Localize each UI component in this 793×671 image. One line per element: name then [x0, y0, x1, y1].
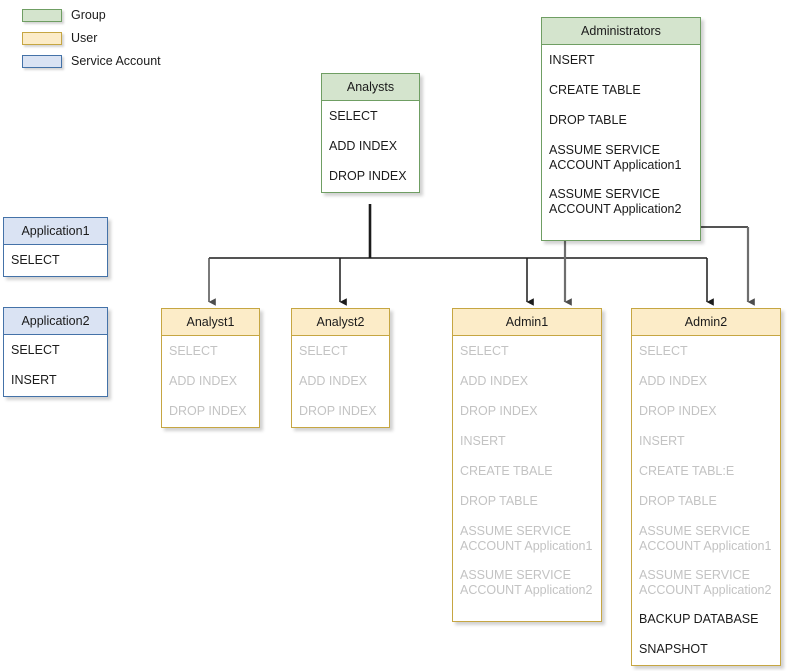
- permission-item: INSERT: [549, 53, 595, 67]
- node-analysts-permissions: SELECT ADD INDEX DROP INDEX: [322, 101, 419, 192]
- permission-item: DROP TABLE: [639, 494, 717, 508]
- node-analyst2-title: Analyst2: [292, 309, 389, 336]
- node-admin2[interactable]: Admin2 SELECT ADD INDEX DROP INDEX INSERT CR…: [631, 308, 781, 666]
- node-analyst1-title: Analyst1: [162, 309, 259, 336]
- permission-item: INSERT: [460, 434, 506, 448]
- node-application1[interactable]: Application1 SELECT: [3, 217, 108, 277]
- legend-item-service-account: Service Account: [18, 52, 248, 71]
- permission-item: ASSUME SERVICE ACCOUNT Application2: [460, 568, 593, 597]
- legend-item-user: User: [18, 29, 248, 48]
- node-admin2-permissions: SELECT ADD INDEX DROP INDEX INSERT CREATE TA…: [632, 336, 780, 665]
- permission-item: ASSUME SERVICE ACCOUNT Application1: [639, 524, 772, 553]
- node-analysts[interactable]: Analysts SELECT ADD INDEX DROP INDEX: [321, 73, 420, 193]
- permission-item: INSERT: [11, 373, 57, 387]
- permission-item: DROP TABLE: [549, 113, 627, 127]
- permission-item: CREATE TBALE: [460, 464, 553, 478]
- permission-item: INSERT: [639, 434, 685, 448]
- green-swatch-icon: [22, 9, 62, 22]
- permission-item: DROP TABLE: [460, 494, 538, 508]
- node-application1-permissions: SELECT: [4, 245, 107, 276]
- permission-item: SELECT: [299, 344, 348, 358]
- permission-item: ADD INDEX: [639, 374, 708, 388]
- node-administrators-title: Administrators: [542, 18, 700, 45]
- permission-item: SNAPSHOT: [639, 642, 708, 656]
- permission-item: SELECT: [11, 253, 60, 267]
- node-admin2-title: Admin2: [632, 309, 780, 336]
- permission-item: ADD INDEX: [329, 139, 398, 153]
- permission-item: DROP INDEX: [460, 404, 538, 418]
- permission-item: ASSUME SERVICE ACCOUNT Application1: [460, 524, 593, 553]
- permission-item: SELECT: [639, 344, 688, 358]
- orange-swatch-icon: [22, 32, 62, 45]
- node-admin1-title: Admin1: [453, 309, 601, 336]
- permission-item: SELECT: [329, 109, 378, 123]
- permission-item: DROP INDEX: [329, 169, 407, 183]
- node-administrators[interactable]: Administrators INSERT CREATE TABLE DROP TA…: [541, 17, 701, 241]
- node-analyst1[interactable]: Analyst1 SELECT ADD INDEX DROP INDEX: [161, 308, 260, 428]
- permission-item: CREATE TABL:E: [639, 464, 735, 478]
- permission-item: ADD INDEX: [299, 374, 368, 388]
- permission-item: ASSUME SERVICE ACCOUNT Application2: [639, 568, 772, 597]
- permission-item: ASSUME SERVICE ACCOUNT Application1: [549, 143, 682, 172]
- node-application2-title: Application2: [4, 308, 107, 335]
- permission-item: CREATE TABLE: [549, 83, 641, 97]
- node-application2-permissions: SELECT INSERT: [4, 335, 107, 396]
- node-admin1-permissions: SELECT ADD INDEX DROP INDEX INSERT CREATE TB…: [453, 336, 601, 621]
- legend-item-group: Group: [18, 6, 248, 25]
- node-analysts-title: Analysts: [322, 74, 419, 101]
- permission-item: BACKUP DATABASE: [639, 612, 759, 626]
- legend-label-service-account: Service Account: [71, 54, 161, 68]
- node-analyst2-permissions: SELECT ADD INDEX DROP INDEX: [292, 336, 389, 427]
- permission-item: SELECT: [11, 343, 60, 357]
- node-administrators-permissions: INSERT CREATE TABLE DROP TABLE ASSUME SERVI…: [542, 45, 700, 240]
- legend-label-user: User: [71, 31, 98, 45]
- permission-item: DROP INDEX: [639, 404, 717, 418]
- blue-swatch-icon: [22, 55, 62, 68]
- legend-label-group: Group: [71, 8, 106, 22]
- node-application2[interactable]: Application2 SELECT INSERT: [3, 307, 108, 397]
- permission-item: DROP INDEX: [299, 404, 377, 418]
- permission-item: ADD INDEX: [169, 374, 238, 388]
- permission-item: DROP INDEX: [169, 404, 247, 418]
- permission-item: SELECT: [460, 344, 509, 358]
- permission-item: ASSUME SERVICE ACCOUNT Application2: [549, 187, 682, 216]
- legend: Group User Service Account: [18, 6, 248, 75]
- permission-item: SELECT: [169, 344, 218, 358]
- node-application1-title: Application1: [4, 218, 107, 245]
- permission-item: ADD INDEX: [460, 374, 529, 388]
- node-analyst1-permissions: SELECT ADD INDEX DROP INDEX: [162, 336, 259, 427]
- node-analyst2[interactable]: Analyst2 SELECT ADD INDEX DROP INDEX: [291, 308, 390, 428]
- node-admin1[interactable]: Admin1 SELECT ADD INDEX DROP INDEX INSERT CR…: [452, 308, 602, 622]
